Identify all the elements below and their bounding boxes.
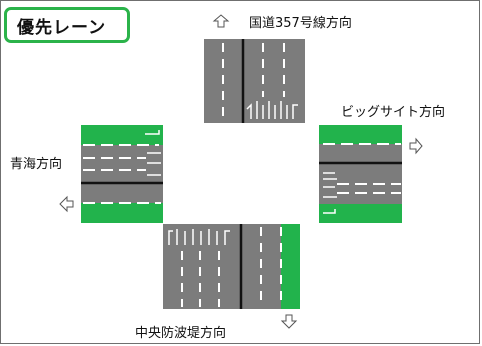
west-priority-lane: [81, 203, 163, 223]
arrow-up-outline-icon: [212, 14, 230, 28]
east-priority-lane: [319, 204, 402, 223]
priority-lane-badge: 優先レーン: [4, 7, 130, 43]
arrow-right-outline-icon: [409, 137, 423, 155]
east-turn-arrows: [323, 172, 337, 214]
south-priority-lane: [281, 224, 300, 309]
south-direction-label: 中央防波堤方向: [135, 326, 227, 341]
south-road-surface: [163, 224, 300, 309]
west-direction-label: 青海方向: [10, 157, 63, 172]
east-priority-lane: [319, 125, 402, 144]
south-approach: [163, 224, 300, 329]
arrow-left-outline-icon: [59, 195, 74, 213]
west-approach: [59, 125, 163, 223]
north-direction-label: 国道357号線方向: [249, 16, 352, 31]
south-turn-arrows: [168, 229, 230, 245]
west-priority-lane: [81, 125, 163, 145]
north-road-surface: [204, 39, 305, 123]
north-turn-arrows: [246, 101, 298, 119]
east-direction-label: ビッグサイト方向: [341, 105, 446, 120]
north-approach: [204, 14, 305, 123]
west-turn-arrows: [145, 130, 161, 176]
east-approach: [319, 125, 423, 223]
priority-lane-title: 優先レーン: [17, 17, 107, 38]
arrow-down-outline-icon: [280, 314, 298, 329]
